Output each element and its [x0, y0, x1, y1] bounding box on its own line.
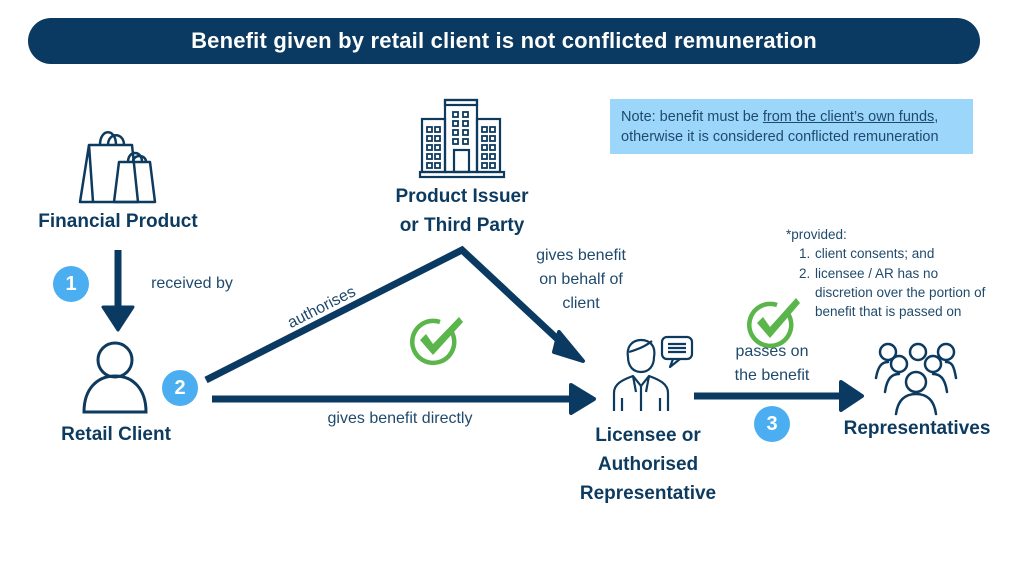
- step-badge-2: 2: [162, 370, 198, 406]
- note-prefix: Note: benefit must be: [621, 109, 763, 125]
- node-licensee-line2: Authorised: [597, 454, 699, 475]
- edge-label-behalf-line2: on behalf of: [539, 271, 623, 288]
- edge-label-behalf-line3: client: [562, 295, 600, 312]
- node-retail-client: Retail Client: [61, 424, 171, 445]
- edge-label-gives-directly: gives benefit directly: [327, 410, 473, 427]
- page-title: Benefit given by retail client is not co…: [191, 28, 817, 53]
- edge-label-received-by: received by: [151, 275, 233, 292]
- group-icon: [874, 342, 958, 416]
- note-suffix: ,: [934, 109, 939, 125]
- arrow-gives-directly: [212, 383, 596, 415]
- provided-item2-line1: licensee / AR has no: [815, 266, 939, 281]
- note-line2: otherwise it is considered conflicted re…: [621, 129, 939, 145]
- step-badge-1: 1: [53, 266, 89, 302]
- note-box: Note: benefit must be from the client’s …: [610, 99, 973, 154]
- node-product-issuer-line2: or Third Party: [399, 215, 525, 236]
- node-representatives: Representatives: [843, 418, 991, 439]
- node-financial-product: Financial Product: [38, 211, 198, 232]
- edge-label-passes-line1: passes on: [735, 343, 809, 360]
- check-circle-icon: [410, 317, 463, 366]
- person-icon: [82, 341, 148, 414]
- provided-item2-num: 2.: [799, 266, 811, 281]
- title-banner: Benefit given by retail client is not co…: [28, 18, 980, 64]
- shopping-bags-icon: [78, 131, 157, 204]
- arrow-received-by: [101, 250, 135, 332]
- node-licensee-line3: Representative: [579, 483, 717, 504]
- node-product-issuer-line1: Product Issuer: [395, 186, 529, 207]
- edge-label-passes-line2: the benefit: [734, 367, 810, 384]
- provided-item1-num: 1.: [799, 246, 811, 261]
- building-icon: [418, 98, 506, 179]
- provided-item1: client consents; and: [815, 246, 935, 261]
- note-underlined: from the client’s own funds: [762, 109, 935, 125]
- arrow-passes-on: [694, 380, 864, 412]
- node-licensee-line1: Licensee or: [595, 425, 701, 446]
- arrow-authorises: [204, 245, 585, 384]
- provided-item2-line3: benefit that is passed on: [815, 304, 962, 319]
- check-circle-icon-2: [747, 298, 800, 349]
- provided-item2-line2: discretion over the portion of: [815, 285, 986, 300]
- provided-heading: *provided:: [786, 227, 847, 242]
- advisor-icon: [612, 335, 694, 411]
- step-badge-3: 3: [754, 406, 790, 442]
- edge-label-behalf-line1: gives benefit: [536, 247, 626, 264]
